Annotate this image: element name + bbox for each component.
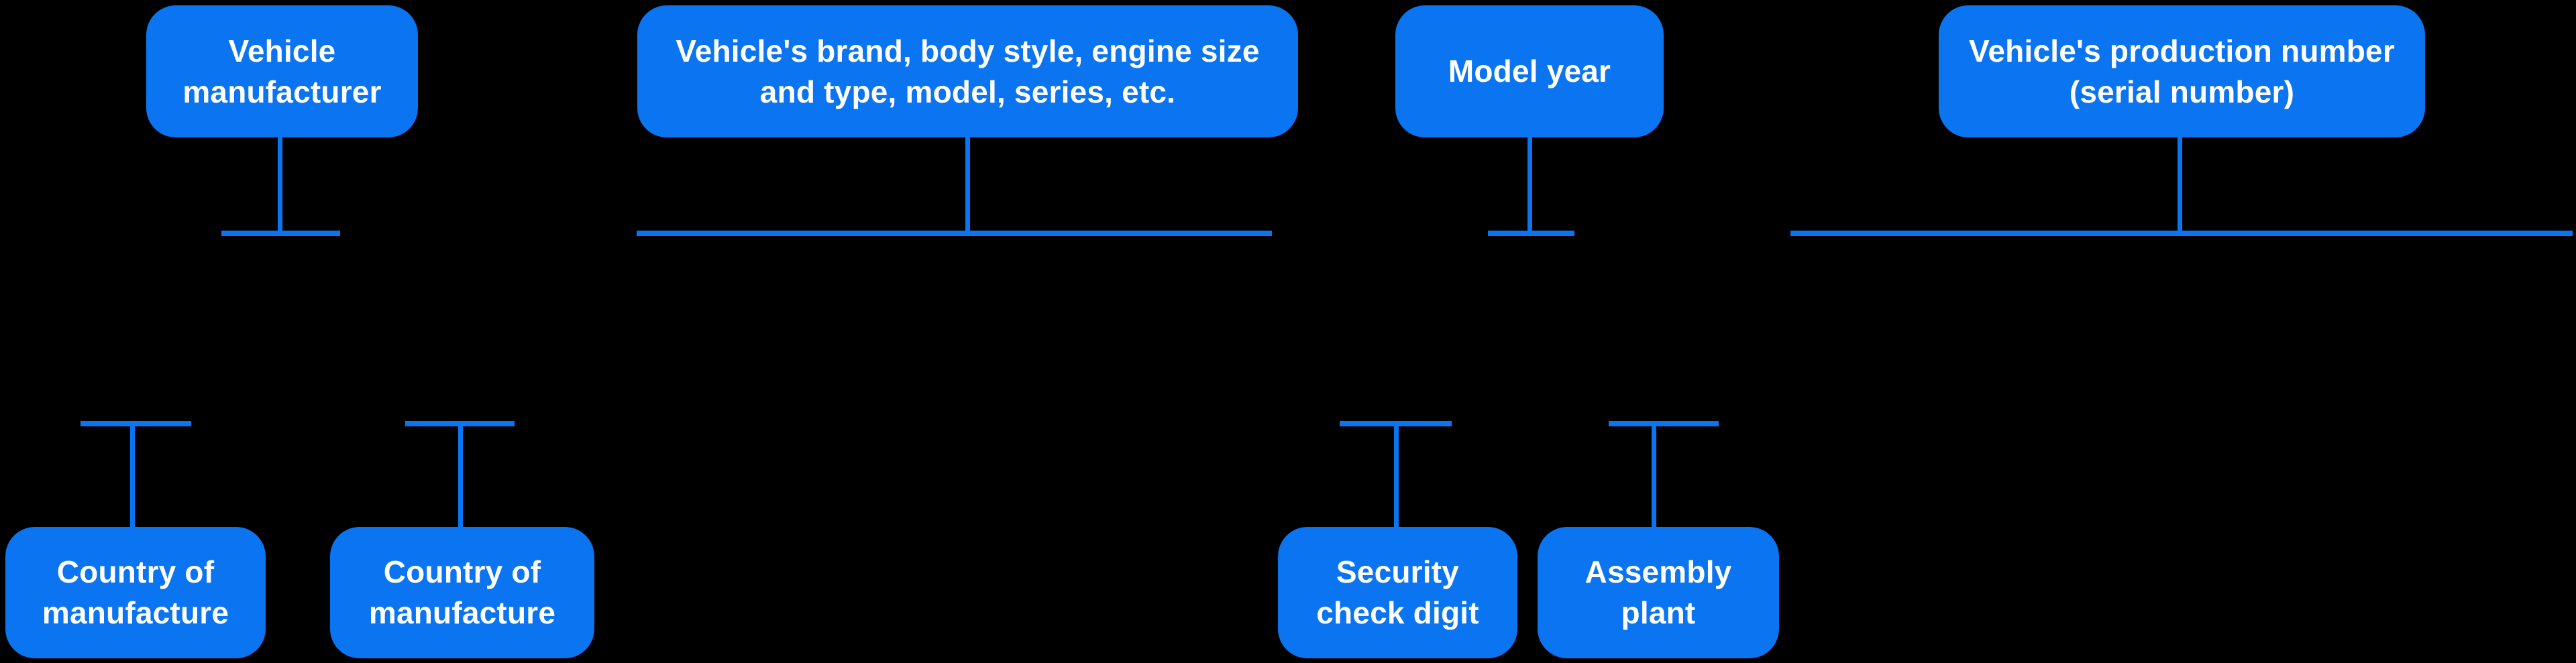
connector-country-2-bracket <box>405 421 515 426</box>
node-country-of-manufacture-1: Country of manufacture <box>5 527 266 658</box>
connector-vehicle-manufacturer-stem <box>278 137 282 236</box>
node-security-check-digit: Security check digit <box>1278 527 1517 658</box>
node-vehicle-manufacturer: Vehicle manufacturer <box>146 5 418 137</box>
connector-country-1-stem <box>130 426 135 527</box>
connector-country-2-stem <box>458 426 463 527</box>
node-production-number: Vehicle's production number (serial numb… <box>1939 5 2425 137</box>
node-assembly-plant: Assembly plant <box>1538 527 1779 658</box>
connector-production-number-bracket <box>1790 231 2573 236</box>
connector-vehicle-manufacturer-bracket <box>221 231 340 236</box>
node-country-of-manufacture-2: Country of manufacture <box>330 527 594 658</box>
connector-model-year-stem <box>1527 137 1532 236</box>
connector-assembly-plant-stem <box>1652 426 1656 527</box>
connector-country-1-bracket <box>80 421 191 426</box>
connector-assembly-plant-bracket <box>1609 421 1719 426</box>
connector-security-check-digit-bracket <box>1340 421 1452 426</box>
node-brand-body-style: Vehicle's brand, body style, engine size… <box>637 5 1298 137</box>
connector-production-number-stem <box>2178 137 2182 236</box>
connector-model-year-bracket <box>1488 231 1574 236</box>
connector-brand-body-style-stem <box>965 137 970 236</box>
connector-brand-body-style-bracket <box>637 231 1272 236</box>
node-model-year: Model year <box>1395 5 1664 137</box>
connector-security-check-digit-stem <box>1394 426 1399 527</box>
